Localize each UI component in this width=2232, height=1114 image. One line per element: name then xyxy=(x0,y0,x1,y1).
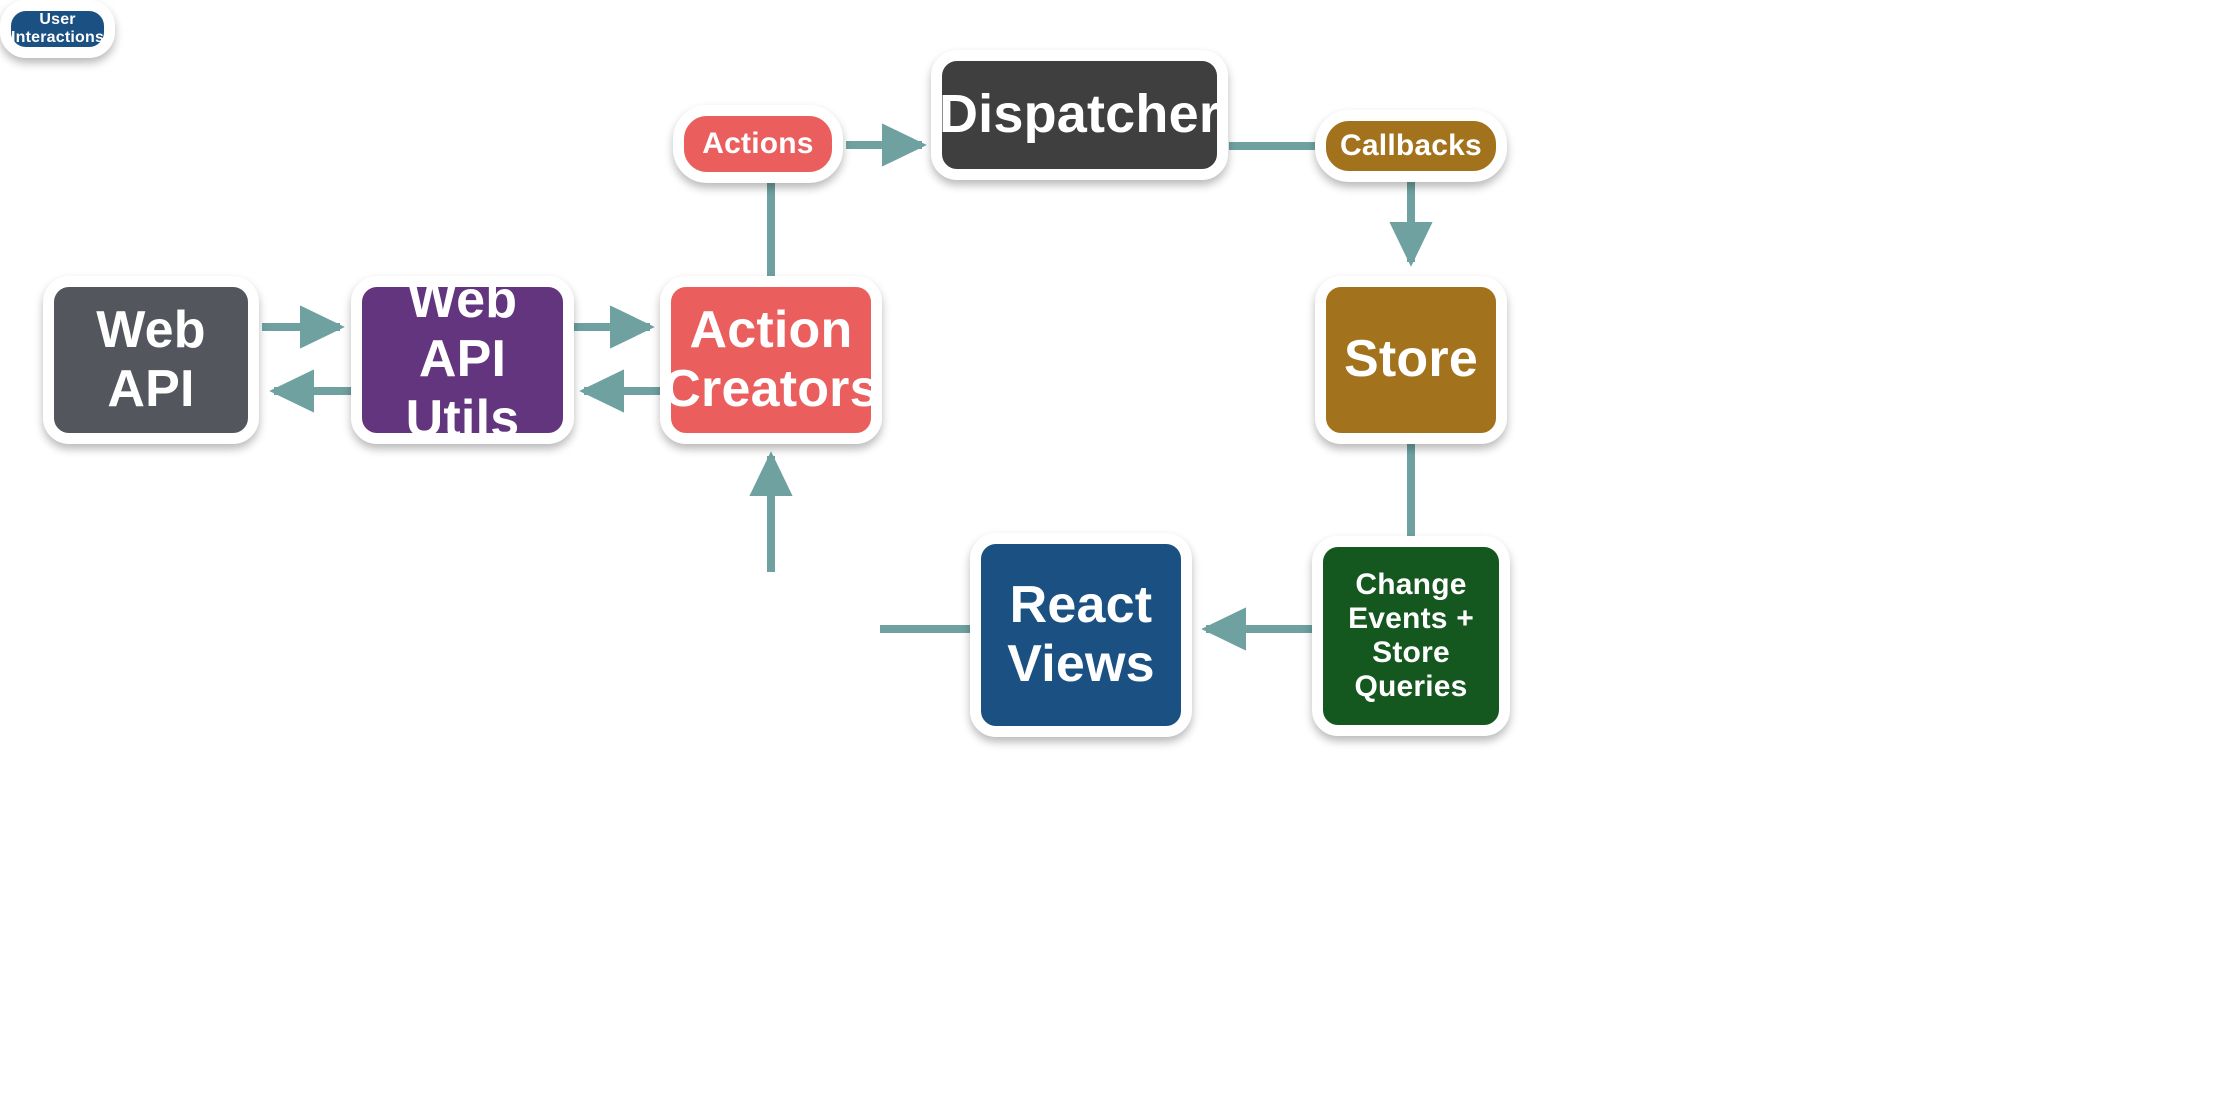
node-react-views[interactable]: React Views xyxy=(970,533,1192,737)
node-callbacks[interactable]: Callbacks xyxy=(1315,110,1507,182)
node-action-creators[interactable]: Action Creators xyxy=(660,276,882,444)
node-actions[interactable]: Actions xyxy=(673,105,843,183)
node-user-interactions[interactable]: User Interactions xyxy=(0,0,116,59)
node-store[interactable]: Store xyxy=(1315,276,1507,444)
node-web-api-utils[interactable]: Web API Utils xyxy=(351,271,574,448)
node-dispatcher[interactable]: Dispatcher xyxy=(931,50,1228,180)
node-web-api[interactable]: Web API xyxy=(43,276,259,444)
node-change-events-store-queries[interactable]: Change Events + Store Queries xyxy=(1312,536,1510,736)
